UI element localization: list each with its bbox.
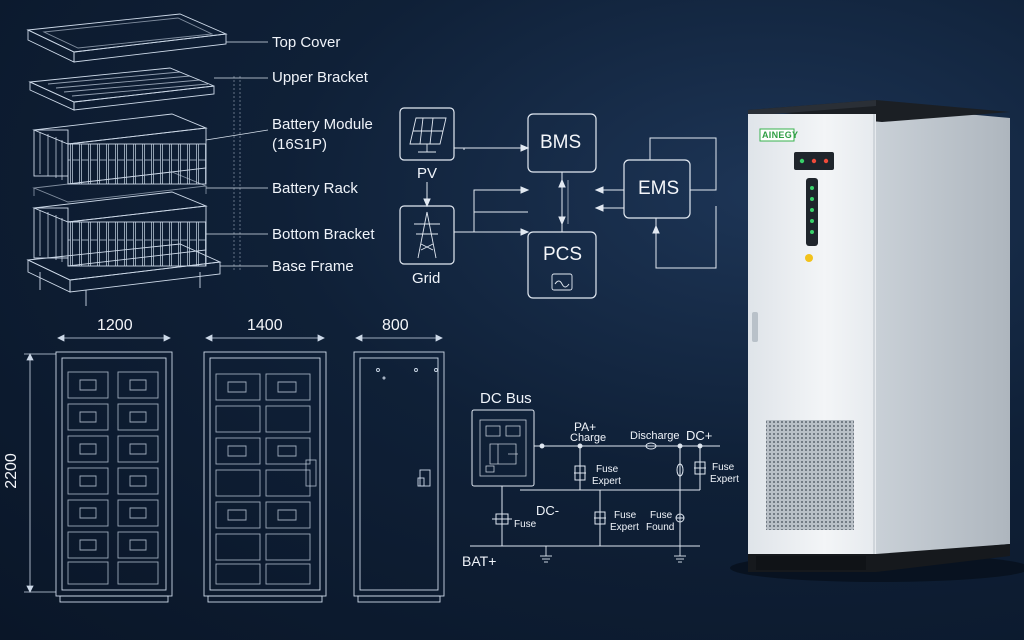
dc-circuit xyxy=(470,409,720,563)
pcs-inverter-icon xyxy=(551,273,573,291)
orthographic-views xyxy=(24,334,445,603)
label-fuse-expert-2b: Expert xyxy=(710,474,739,485)
upper-bracket-part xyxy=(28,67,215,111)
label-fuse-expert-1b: Expert xyxy=(592,476,621,487)
battery-module-lower-part xyxy=(32,191,208,267)
label-dc-minus: DC- xyxy=(536,503,560,518)
dimension-height: 2200 xyxy=(2,453,20,489)
discharge-switch-icon xyxy=(645,442,657,450)
label-pcs: PCS xyxy=(543,244,583,265)
label-discharge: Discharge xyxy=(630,430,680,442)
label-fuse: Fuse xyxy=(514,519,537,530)
battery-module-part xyxy=(32,113,208,185)
battery-rack-part xyxy=(32,171,208,203)
label-upper-bracket: Upper Bracket xyxy=(272,69,368,86)
label-dc-bus: DC Bus xyxy=(480,390,532,407)
grid-box xyxy=(399,205,455,265)
front-view xyxy=(55,351,173,603)
brand-logo xyxy=(759,128,795,142)
label-battery-rack: Battery Rack xyxy=(272,180,358,197)
label-top-cover: Top Cover xyxy=(272,34,341,51)
dimension-depth: 1400 xyxy=(247,317,283,334)
ground-symbols xyxy=(540,540,686,563)
label-charge: Charge xyxy=(570,432,607,444)
label-fuse-expert-3a: Fuse xyxy=(614,510,637,521)
label-bottom-bracket: Bottom Bracket xyxy=(272,226,375,243)
door-handle[interactable] xyxy=(752,312,758,342)
label-bat-plus: BAT+ xyxy=(462,553,497,569)
solar-panel-icon xyxy=(409,117,447,153)
label-battery-module-config: (16S1P) xyxy=(272,136,328,153)
control-diagram xyxy=(399,107,717,299)
label-battery-module: Battery Module xyxy=(272,116,373,133)
dc-bus-box xyxy=(471,409,535,487)
cabinet-side-panel xyxy=(876,106,1010,556)
top-cover-part xyxy=(26,13,228,63)
battery-cabinet xyxy=(730,100,1024,582)
label-fuse-found-a: Fuse xyxy=(650,510,673,521)
side-view xyxy=(203,351,327,603)
pv-box xyxy=(399,107,455,161)
label-fuse-expert-1a: Fuse xyxy=(596,464,619,475)
ems-box xyxy=(623,159,691,219)
label-ems: EMS xyxy=(638,178,680,199)
dimension-lines xyxy=(24,334,443,593)
exploded-view xyxy=(26,13,269,306)
label-base-frame: Base Frame xyxy=(272,258,354,275)
label-grid: Grid xyxy=(412,270,441,287)
base-frame-part xyxy=(26,243,222,306)
label-bms: BMS xyxy=(540,132,582,153)
cabinet-brand-text: AINEGY xyxy=(762,130,799,140)
dimension-width: 1200 xyxy=(97,317,133,334)
dimension-side: 800 xyxy=(382,317,409,334)
label-fuse-found-b: Found xyxy=(646,522,675,533)
label-fuse-expert-3b: Expert xyxy=(610,522,639,533)
label-dc-plus: DC+ xyxy=(686,428,713,443)
emergency-stop-button[interactable] xyxy=(805,254,813,262)
label-pa-plus: PA+ xyxy=(574,420,597,434)
rear-view xyxy=(353,351,445,603)
label-pv: PV xyxy=(417,165,438,182)
label-fuse-expert-2a: Fuse xyxy=(712,462,735,473)
vent-grille xyxy=(766,420,854,530)
power-tower-icon xyxy=(414,211,440,259)
